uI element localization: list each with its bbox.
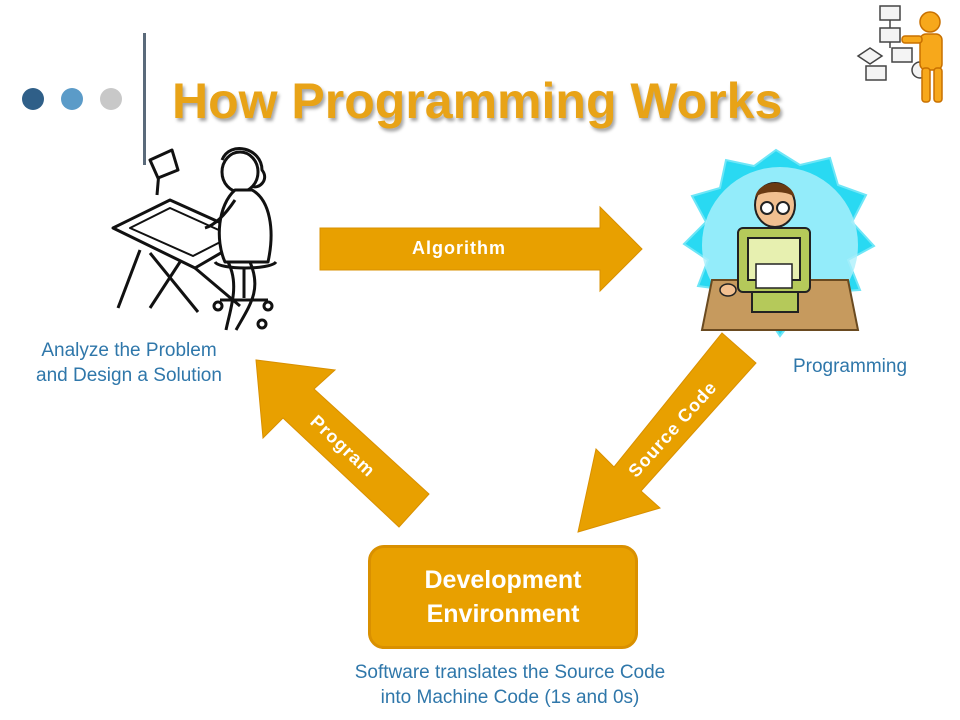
programmer-clipart-icon	[682, 148, 876, 338]
analyze-caption: Analyze the Problem and Design a Solutio…	[0, 338, 258, 388]
dot-dark	[22, 88, 44, 110]
dev-env-line2: Environment	[426, 600, 580, 628]
development-environment-box: Development Environment	[368, 545, 638, 649]
algorithm-arrow	[319, 205, 643, 293]
source-code-arrow	[577, 332, 757, 533]
dot-mid	[61, 88, 83, 110]
algorithm-label: Algorithm	[412, 238, 506, 258]
dev-env-caption: Software translates the Source Code into…	[290, 660, 730, 710]
title-divider	[143, 33, 146, 165]
designer-clipart-icon	[111, 147, 278, 331]
dev-env-line1: Development	[424, 566, 582, 594]
analyze-line2: and Design a Solution	[36, 365, 222, 386]
program-arrow	[255, 359, 430, 528]
flowchart-figure-icon	[856, 5, 943, 103]
dev-caption-line1: Software translates the Source Code	[354, 662, 666, 683]
dev-caption-line2: into Machine Code (1s and 0s)	[380, 687, 640, 708]
dot-light	[100, 88, 122, 110]
programming-caption: Programming	[792, 356, 908, 377]
analyze-line1: Analyze the Problem	[41, 340, 217, 361]
page-title: How Programming Works	[172, 73, 783, 129]
